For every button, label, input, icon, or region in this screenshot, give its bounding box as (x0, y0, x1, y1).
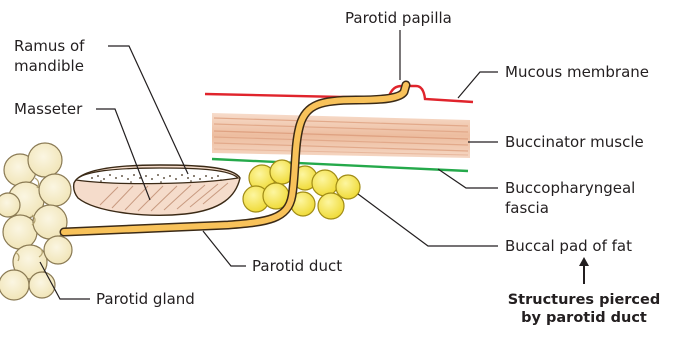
leader-ramus (108, 46, 188, 174)
label-mucous-membrane: Mucous membrane (505, 63, 649, 81)
buccal-pad-of-fat (243, 160, 360, 219)
label-ramus-line1: Ramus of (14, 37, 84, 55)
label-buccal-pad: Buccal pad of fat (505, 237, 632, 255)
label-buccopharyngeal-line1: Buccopharyngeal (505, 179, 635, 197)
leader-parotid-duct (203, 231, 246, 266)
buccinator-muscle (212, 113, 470, 158)
label-buccinator-muscle: Buccinator muscle (505, 133, 644, 151)
up-arrow-icon (579, 257, 589, 284)
label-structures-line2: by parotid duct (502, 310, 666, 327)
label-structures-line1: Structures pierced (502, 292, 666, 309)
label-parotid-papilla: Parotid papilla (345, 9, 452, 27)
label-buccopharyngeal-line2: fascia (505, 199, 549, 217)
parotid-gland (0, 143, 72, 300)
label-masseter: Masseter (14, 100, 82, 118)
leader-buccal-pad (358, 194, 498, 246)
leader-mucous-membrane (458, 72, 498, 98)
label-parotid-duct: Parotid duct (252, 257, 342, 275)
label-parotid-gland: Parotid gland (96, 290, 195, 308)
buccopharyngeal-fascia-line (212, 159, 468, 171)
label-ramus-line2: mandible (14, 57, 84, 75)
leader-buccopharyngeal (438, 169, 498, 188)
